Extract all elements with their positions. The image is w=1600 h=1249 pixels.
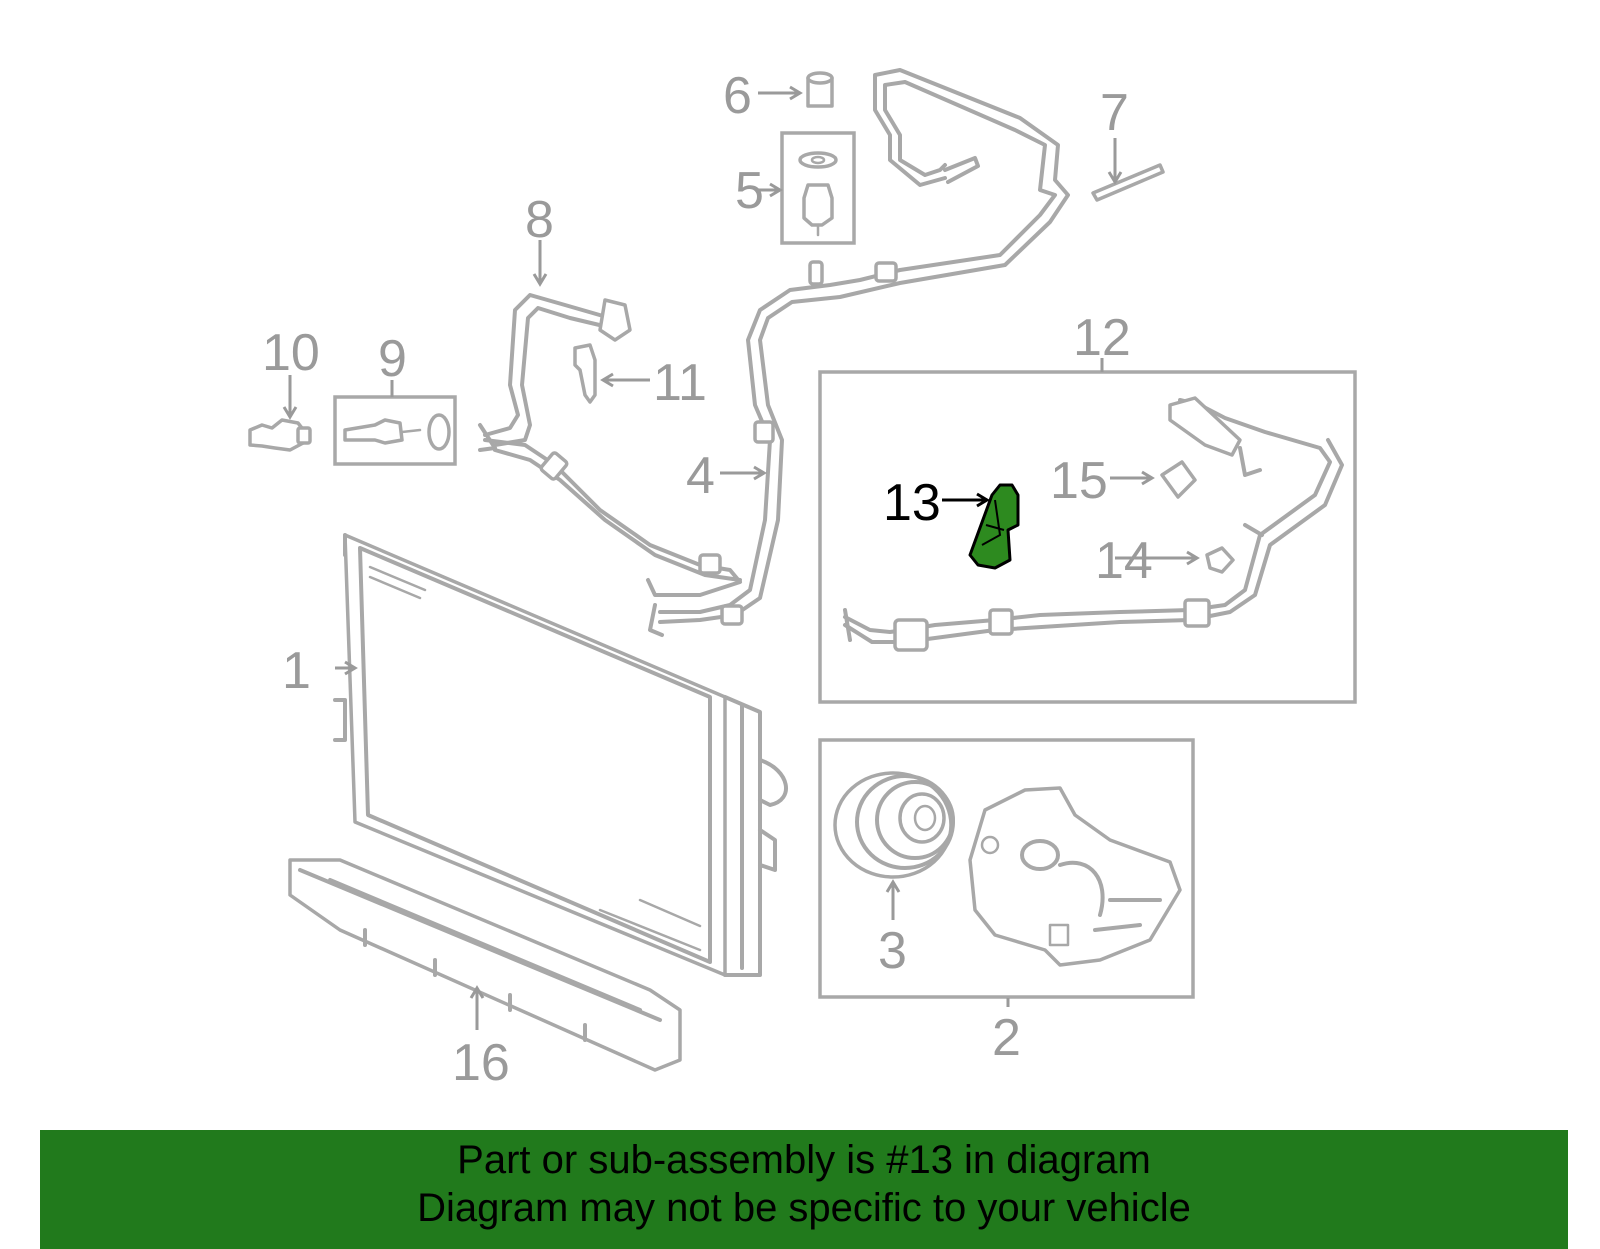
part-9-box (333, 395, 457, 466)
part-12-box (818, 370, 1357, 704)
part-compressor (968, 786, 1182, 967)
leader-arrows (282, 85, 1200, 1030)
part-13-highlighted (968, 483, 1020, 570)
part-2-box (818, 738, 1195, 999)
part-11-clip (573, 343, 597, 404)
part-9-fitting (343, 413, 451, 451)
part-15-cap (1160, 460, 1197, 499)
part-line-8 (478, 293, 742, 597)
info-banner: Part or sub-assembly is #13 in diagram D… (40, 1130, 1568, 1249)
callout-3: 3 (878, 922, 907, 980)
callout-10: 10 (262, 324, 320, 382)
part-pulley (833, 771, 955, 879)
callout-15: 15 (1050, 452, 1108, 510)
part-lower-bracket (288, 858, 682, 1072)
callout-13: 13 (883, 474, 941, 532)
part-condenser (333, 533, 788, 977)
callout-7: 7 (1100, 84, 1129, 142)
banner-line-1: Part or sub-assembly is #13 in diagram (457, 1138, 1151, 1182)
callout-11: 11 (653, 354, 707, 412)
callout-5: 5 (735, 162, 764, 220)
part-14-cap (1205, 546, 1235, 574)
part-line-4 (648, 68, 1070, 637)
callout-8: 8 (525, 191, 554, 249)
part-6-cap (806, 71, 834, 108)
part-hose-assembly (843, 396, 1344, 652)
callout-6: 6 (723, 67, 752, 125)
callout-4: 4 (686, 447, 715, 505)
callout-9: 9 (378, 330, 407, 388)
part-5-sensor (798, 151, 838, 237)
part-7-rod (1091, 163, 1165, 202)
callout-14: 14 (1095, 532, 1153, 590)
callout-12: 12 (1073, 309, 1131, 367)
part-5-box (780, 131, 856, 245)
callout-1: 1 (282, 642, 311, 700)
callout-16: 16 (452, 1034, 510, 1092)
part-10-valve (248, 418, 312, 452)
banner-line-2: Diagram may not be specific to your vehi… (417, 1186, 1191, 1230)
callout-2: 2 (992, 1009, 1021, 1067)
